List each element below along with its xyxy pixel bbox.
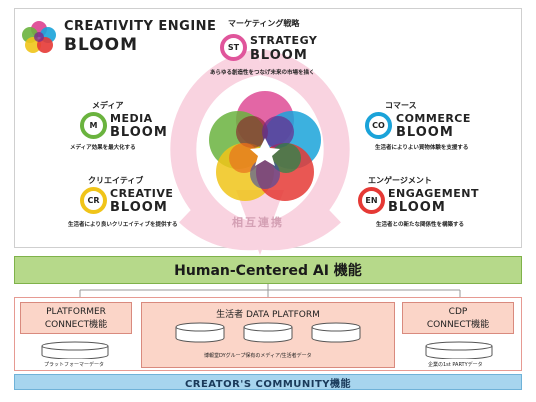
cdp-database-icon [425,341,493,359]
platformer-connect-box: PLATFORMER CONNECT機能 [20,302,132,334]
cdp-line1: CDP [448,306,468,317]
media-module: メディア M MEDIA BLOOM メディア効果を最大化する [70,100,200,155]
strategy-module: マーケティング戦略 ST STRATEGY BLOOM あらゆる創造性をつなげ未… [210,18,350,88]
creative-name: CREATIVE [110,187,174,200]
human-centered-ai-bar: Human-Centered AI 機能 [14,256,522,284]
commerce-module: コマース CO COMMERCE BLOOM 生活者によりよい買物体験を支援する [365,100,505,155]
strategy-bloom: BLOOM [250,48,308,63]
commerce-bloom: BLOOM [396,125,454,140]
engagement-module: エンゲージメント EN ENGAGEMENT BLOOM 生活者との新たな関係性… [358,175,508,230]
bloom-logo-icon [22,21,56,53]
cdp-line2: CONNECT機能 [426,319,490,330]
media-badge: M [80,112,107,139]
strategy-category: マーケティング戦略 [228,19,300,28]
connector-lines [79,284,461,297]
platformer-db-label: プラットフォーマーデータ [44,362,105,368]
media-category: メディア [92,101,124,110]
strategy-desc: あらゆる創造性をつなげ未来の市場を描く [210,70,315,76]
circular-arrow-icon [170,49,350,255]
creators-community-bar: CREATOR'S COMMUNITY機能 [14,374,522,390]
commerce-desc: 生活者によりよい買物体験を支援する [375,145,469,151]
data-platform-db-label: 博報堂DYグループ保有のメディア/生活者データ [204,353,312,359]
creative-category: クリエイティブ [88,176,144,185]
engagement-badge: EN [358,187,385,214]
media-desc: メディア効果を最大化する [70,145,136,151]
strategy-badge: ST [220,34,247,61]
engagement-desc: 生活者との新たな関係性を構築する [376,222,464,228]
engagement-bloom: BLOOM [388,200,446,215]
commerce-badge: CO [365,112,392,139]
mutual-link-label: 相互連携 [232,216,284,229]
platformer-line1: PLATFORMER [46,306,106,317]
data-platform-title: 生活者 DATA PLATFORM [216,310,320,320]
media-bloom: BLOOM [110,125,168,140]
platformer-database-icon [41,341,109,359]
creative-module: クリエイティブ CR CREATIVE BLOOM 生活者により良いクリエイティ… [68,175,210,230]
media-name: MEDIA [110,112,153,125]
cdp-db-label: 企業の1st PARTYデータ [428,362,483,368]
platformer-line2: CONNECT機能 [44,319,108,330]
creative-bloom: BLOOM [110,200,168,215]
data-platform-database-icons [175,322,361,343]
creative-badge: CR [80,187,107,214]
engagement-name: ENGAGEMENT [388,187,479,200]
engagement-category: エンゲージメント [368,176,432,185]
logo-title: CREATIVITY ENGINE [64,19,217,34]
creative-desc: 生活者により良いクリエイティブを提供する [68,222,178,228]
logo-subtitle: BLOOM [64,35,139,55]
data-layer-panel [14,297,522,371]
commerce-category: コマース [385,101,417,110]
strategy-name: STRATEGY [250,34,318,47]
cdp-connect-box: CDP CONNECT機能 [402,302,514,334]
commerce-name: COMMERCE [396,112,471,125]
bloom-flower-icon [209,91,321,201]
